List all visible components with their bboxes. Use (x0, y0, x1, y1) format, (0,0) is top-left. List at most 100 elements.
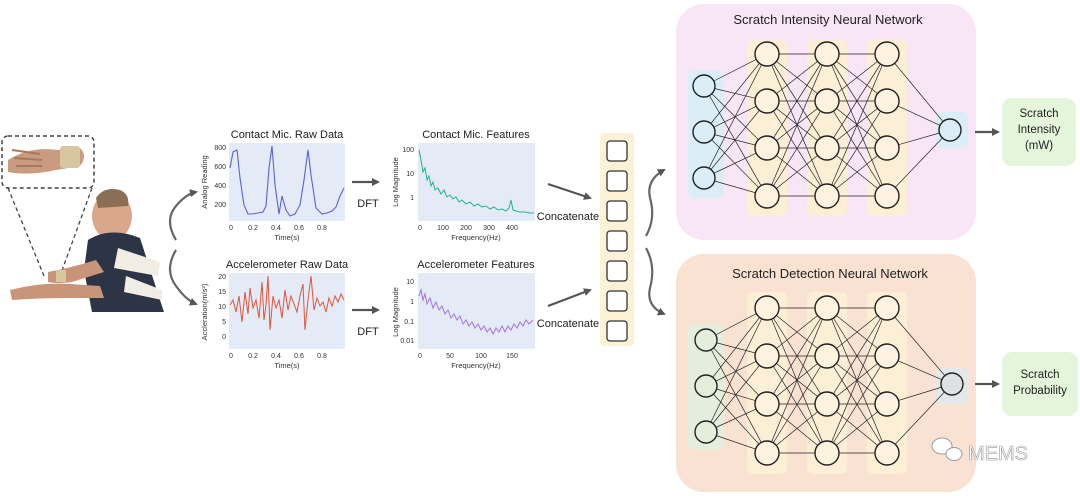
x-axis-label: Time(s) (274, 361, 300, 370)
hidden-node (814, 295, 840, 321)
nn-edge (886, 129, 951, 197)
x-tick: 0.2 (248, 353, 258, 360)
output-line: Scratch (1021, 369, 1060, 381)
person-illustration (1, 135, 164, 312)
nn-edge (703, 53, 768, 133)
plot-accel-raw: Accelerometer Raw Data 20 15 10 5 0 0 0.… (200, 259, 349, 370)
plot-accel-features: Accelerometer Features 10 1 0.1 0.01 0 5… (391, 259, 535, 370)
nn-edge (886, 53, 951, 131)
x-tick: 150 (506, 353, 518, 360)
nn-nodes (692, 41, 962, 209)
output-line: (mW) (1025, 140, 1053, 152)
y-axis-label: Log Magnitude (391, 157, 400, 207)
nn-edges (703, 53, 951, 197)
nn-edge (703, 85, 768, 149)
feature-cell (606, 320, 628, 342)
output-line: Intensity (1018, 124, 1061, 136)
split-arrows (168, 189, 198, 306)
hidden-node (754, 88, 780, 114)
nn-edge (766, 307, 828, 454)
hidden-node (874, 343, 900, 369)
input-node (692, 166, 716, 190)
hidden-node (874, 183, 900, 209)
hidden-node (814, 343, 840, 369)
y-tick: 15 (218, 289, 226, 296)
nn-edge (705, 339, 768, 405)
output-box (1002, 352, 1078, 416)
output-line: Scratch (1020, 108, 1059, 120)
x-tick: 0.4 (271, 353, 281, 360)
x-tick: 0 (229, 353, 233, 360)
hidden-node (754, 135, 780, 161)
output-node (938, 118, 962, 142)
y-tick: 0.01 (400, 338, 414, 345)
intensity-output: Scratch Intensity (mW) (1002, 98, 1076, 166)
hidden-node (814, 135, 840, 161)
feature-cell (606, 200, 628, 222)
plot-contact-raw: Contact Mic. Raw Data 800 600 400 200 0 … (200, 129, 345, 242)
nn-edge (826, 307, 888, 357)
x-tick: 0.2 (248, 225, 258, 232)
dft-label: DFT (357, 326, 379, 338)
y-tick: 0.1 (404, 319, 414, 326)
y-axis-label: Accleration(m/s²) (200, 283, 209, 340)
x-axis-label: Frequency(Hz) (451, 233, 501, 242)
feature-cell (606, 290, 628, 312)
nn-edge (705, 307, 768, 387)
spectrum-line (418, 149, 534, 214)
y-tick: 600 (214, 164, 226, 171)
signal-line (229, 145, 345, 217)
watermark-text: MEMS (968, 443, 1028, 465)
hidden-node (874, 88, 900, 114)
x-tick: 0 (418, 353, 422, 360)
x-tick: 0.6 (294, 225, 304, 232)
concatenate-label: Concatenate (537, 211, 599, 223)
intensity-network: Scratch Intensity Neural Network (676, 4, 976, 240)
hidden-node (814, 41, 840, 67)
nn-edge (705, 385, 768, 454)
input-node (692, 120, 716, 144)
nn-edge (826, 307, 888, 405)
signal-line (229, 275, 345, 331)
nn-edge (703, 100, 768, 179)
nn-edge (766, 147, 828, 197)
y-tick: 20 (218, 274, 226, 281)
nn-edge (826, 147, 888, 197)
hidden-node (754, 343, 780, 369)
feature-vector (600, 133, 634, 346)
nn-edge (703, 85, 768, 197)
detection-network: Scratch Detection Neural Network (676, 254, 976, 492)
y-tick: 0 (222, 334, 226, 341)
dft-label: DFT (357, 198, 379, 210)
nn-edge (886, 307, 953, 385)
plot-area (418, 273, 535, 349)
concatenate-label: Concatenate (537, 318, 599, 330)
x-tick: 0.8 (317, 225, 327, 232)
hidden-node (874, 135, 900, 161)
network-title: Scratch Detection Neural Network (732, 266, 928, 281)
hidden-node (814, 391, 840, 417)
nn-edge (705, 339, 768, 454)
nn-nodes (694, 295, 964, 466)
y-tick: 10 (218, 304, 226, 311)
plot-title: Contact Mic. Raw Data (231, 129, 344, 141)
hidden-node (874, 295, 900, 321)
x-tick: 0.4 (271, 225, 281, 232)
nn-edge (826, 53, 888, 149)
dft-arrows (352, 178, 380, 314)
nn-edge (826, 355, 888, 454)
hidden-node (754, 295, 780, 321)
hidden-node (754, 391, 780, 417)
plot-title: Accelerometer Raw Data (226, 259, 349, 271)
output-box (1002, 98, 1076, 166)
plot-contact-features: Contact Mic. Features 100 10 1 0 100 200… (391, 129, 535, 242)
nn-edge (886, 383, 953, 454)
nn-edge (766, 100, 828, 197)
hidden-node (754, 183, 780, 209)
output-arrows (975, 128, 1000, 388)
y-tick: 1 (410, 195, 414, 202)
hidden-node (874, 41, 900, 67)
y-axis-label: Log Magnitude (391, 287, 400, 337)
nn-edge (766, 403, 828, 454)
y-tick: 1 (410, 299, 414, 306)
